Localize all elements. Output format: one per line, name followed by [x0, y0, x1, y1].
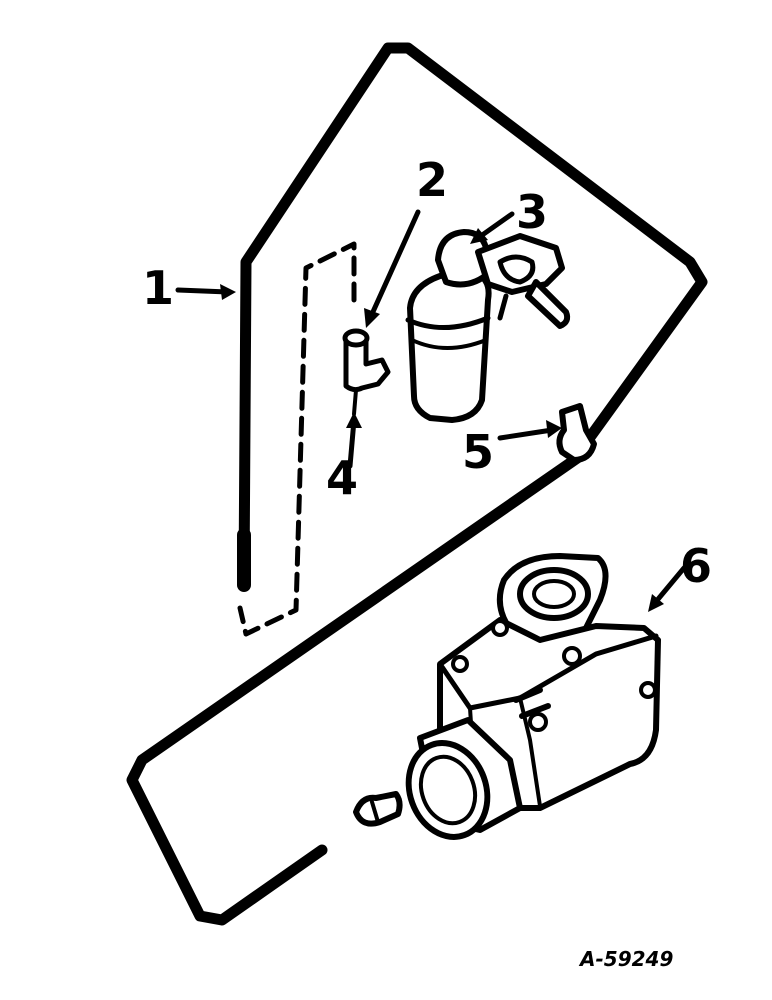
- sediment-bowl: [405, 229, 571, 423]
- reference-code: A-59249: [578, 947, 673, 971]
- callout-1: 1: [142, 261, 174, 315]
- callout-6: 6: [680, 539, 712, 593]
- arrowhead-icon: [546, 420, 562, 438]
- callout-leaders: [175, 209, 687, 612]
- arrowhead-icon: [220, 284, 236, 300]
- callout-3: 3: [516, 185, 548, 239]
- arrowhead-icon: [364, 308, 380, 328]
- carburetor: [405, 553, 661, 840]
- callout-5: 5: [462, 425, 494, 479]
- assembly-dashed-line: [237, 241, 357, 637]
- arrowhead-icon: [470, 228, 488, 244]
- arrowhead-icon: [648, 594, 664, 612]
- callout-2: 2: [416, 153, 448, 207]
- tube-nut: [556, 403, 597, 463]
- tube-fitting: [342, 328, 391, 416]
- screw: [353, 791, 403, 827]
- arrowhead-icon: [346, 412, 362, 428]
- callout-4: 4: [326, 451, 358, 505]
